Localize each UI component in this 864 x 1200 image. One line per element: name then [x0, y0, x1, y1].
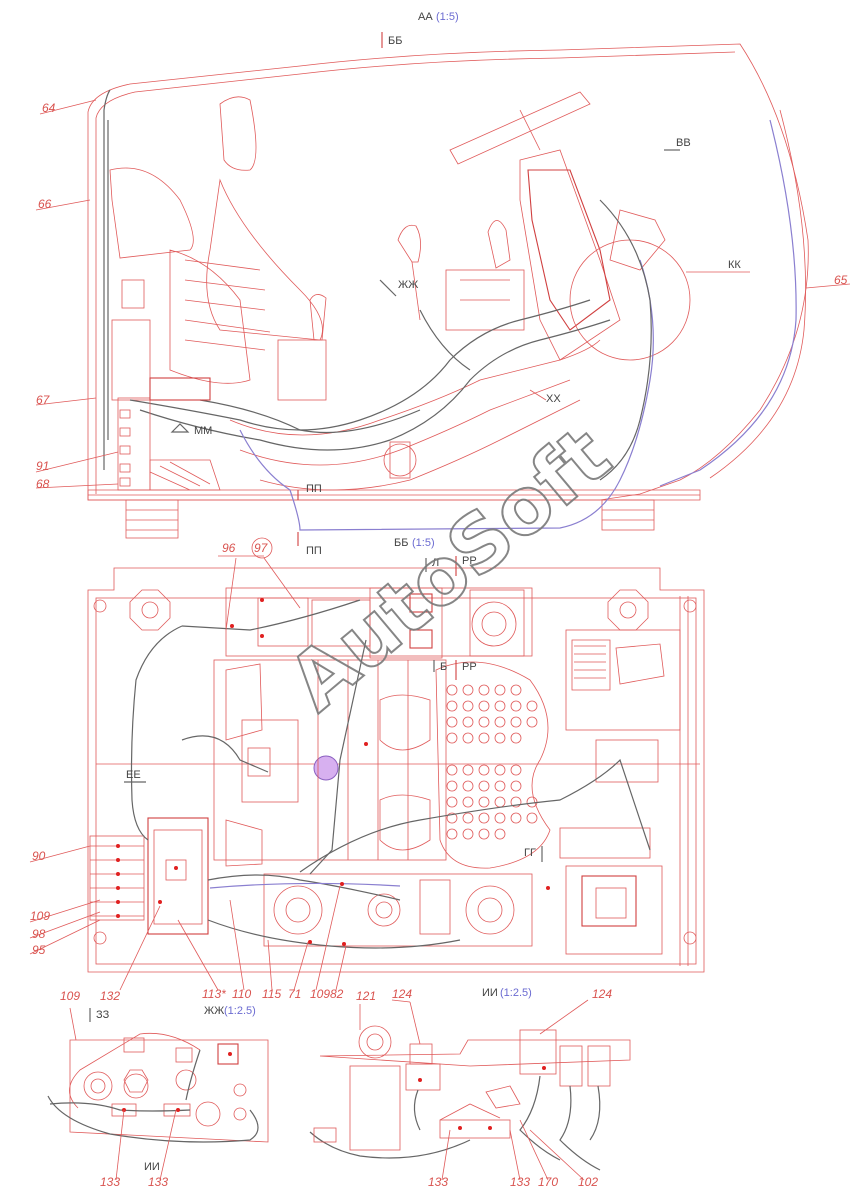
section-ii-scale: (1:2.5): [500, 987, 532, 999]
callout-133a: 133: [100, 1175, 120, 1189]
callout-170: 170: [538, 1175, 558, 1189]
view-mark-b: Б: [440, 661, 447, 673]
view-mark-ee: ЕЕ: [126, 769, 141, 781]
view-aa: АА (1:5): [35, 11, 851, 557]
callout-82: 82: [330, 987, 344, 1001]
callout-115: 115: [262, 987, 281, 1001]
view-mark-pp1: ПП: [306, 483, 322, 495]
view-mark-kk: КК: [728, 259, 741, 271]
view-mark-vv: ВВ: [676, 137, 691, 149]
callout-113: 113*: [202, 987, 226, 1001]
callout-96: 96: [222, 541, 236, 555]
callout-109a: 109: [30, 909, 50, 923]
view-mark-mm: ММ: [194, 425, 212, 437]
callout-64: 64: [42, 101, 56, 115]
callout-133d: 133: [510, 1175, 530, 1189]
callout-133b: 133: [148, 1175, 168, 1189]
callout-66: 66: [38, 197, 52, 211]
watermark-text: AutoSoft: [272, 410, 627, 728]
view-mark-xx: ХХ: [546, 393, 561, 405]
view-ii: ИИ (1:2.5) 121 124 124 133 133: [309, 987, 631, 1189]
callout-132: 132: [100, 989, 120, 1003]
callout-67: 67: [36, 393, 51, 407]
section-bb-scale: (1:5): [412, 537, 435, 549]
callout-102: 102: [578, 1175, 598, 1189]
view-bb: ББ (1:5): [29, 537, 705, 1003]
callout-71: 71: [288, 987, 301, 1001]
section-aa-scale: (1:5): [436, 11, 459, 23]
callout-109c: 109: [60, 989, 80, 1003]
mat-holes: [446, 684, 538, 840]
view-mark-zhzh: ЖЖ: [398, 279, 418, 291]
callout-133c: 133: [428, 1175, 448, 1189]
callout-65: 65: [834, 273, 848, 287]
callout-90: 90: [32, 849, 46, 863]
view-mark-pp2: ПП: [306, 545, 322, 557]
section-bb-name: ББ: [394, 537, 408, 549]
view-mark-zz: ЗЗ: [96, 1009, 110, 1021]
callout-109b: 109: [310, 987, 330, 1001]
callout-121: 121: [356, 989, 376, 1003]
section-zhzh-scale: (1:2.5): [224, 1005, 256, 1017]
callout-95: 95: [32, 943, 46, 957]
callout-98: 98: [32, 927, 46, 941]
callout-68: 68: [36, 477, 50, 491]
callout-124b: 124: [592, 987, 612, 1001]
view-mark-bb-top: ББ: [388, 35, 402, 47]
section-zhzh-name: ЖЖ: [204, 1005, 224, 1017]
view-mark-rr2: РР: [462, 661, 477, 673]
view-zhzh: ЖЖ (1:2.5) ЗЗ 109 133 133 ИИ: [47, 989, 269, 1189]
view-mark-gg: ГГ: [524, 847, 536, 859]
view-mark-ii: ИИ: [144, 1161, 160, 1173]
section-ii-name: ИИ: [482, 987, 498, 999]
callout-97: 97: [254, 541, 269, 555]
callout-124a: 124: [392, 987, 412, 1001]
callout-110: 110: [232, 987, 251, 1001]
view-mark-rr1: РР: [462, 555, 477, 567]
section-aa-name: АА: [418, 11, 433, 23]
view-mark-l: Л: [432, 557, 439, 569]
callout-91: 91: [36, 459, 49, 473]
